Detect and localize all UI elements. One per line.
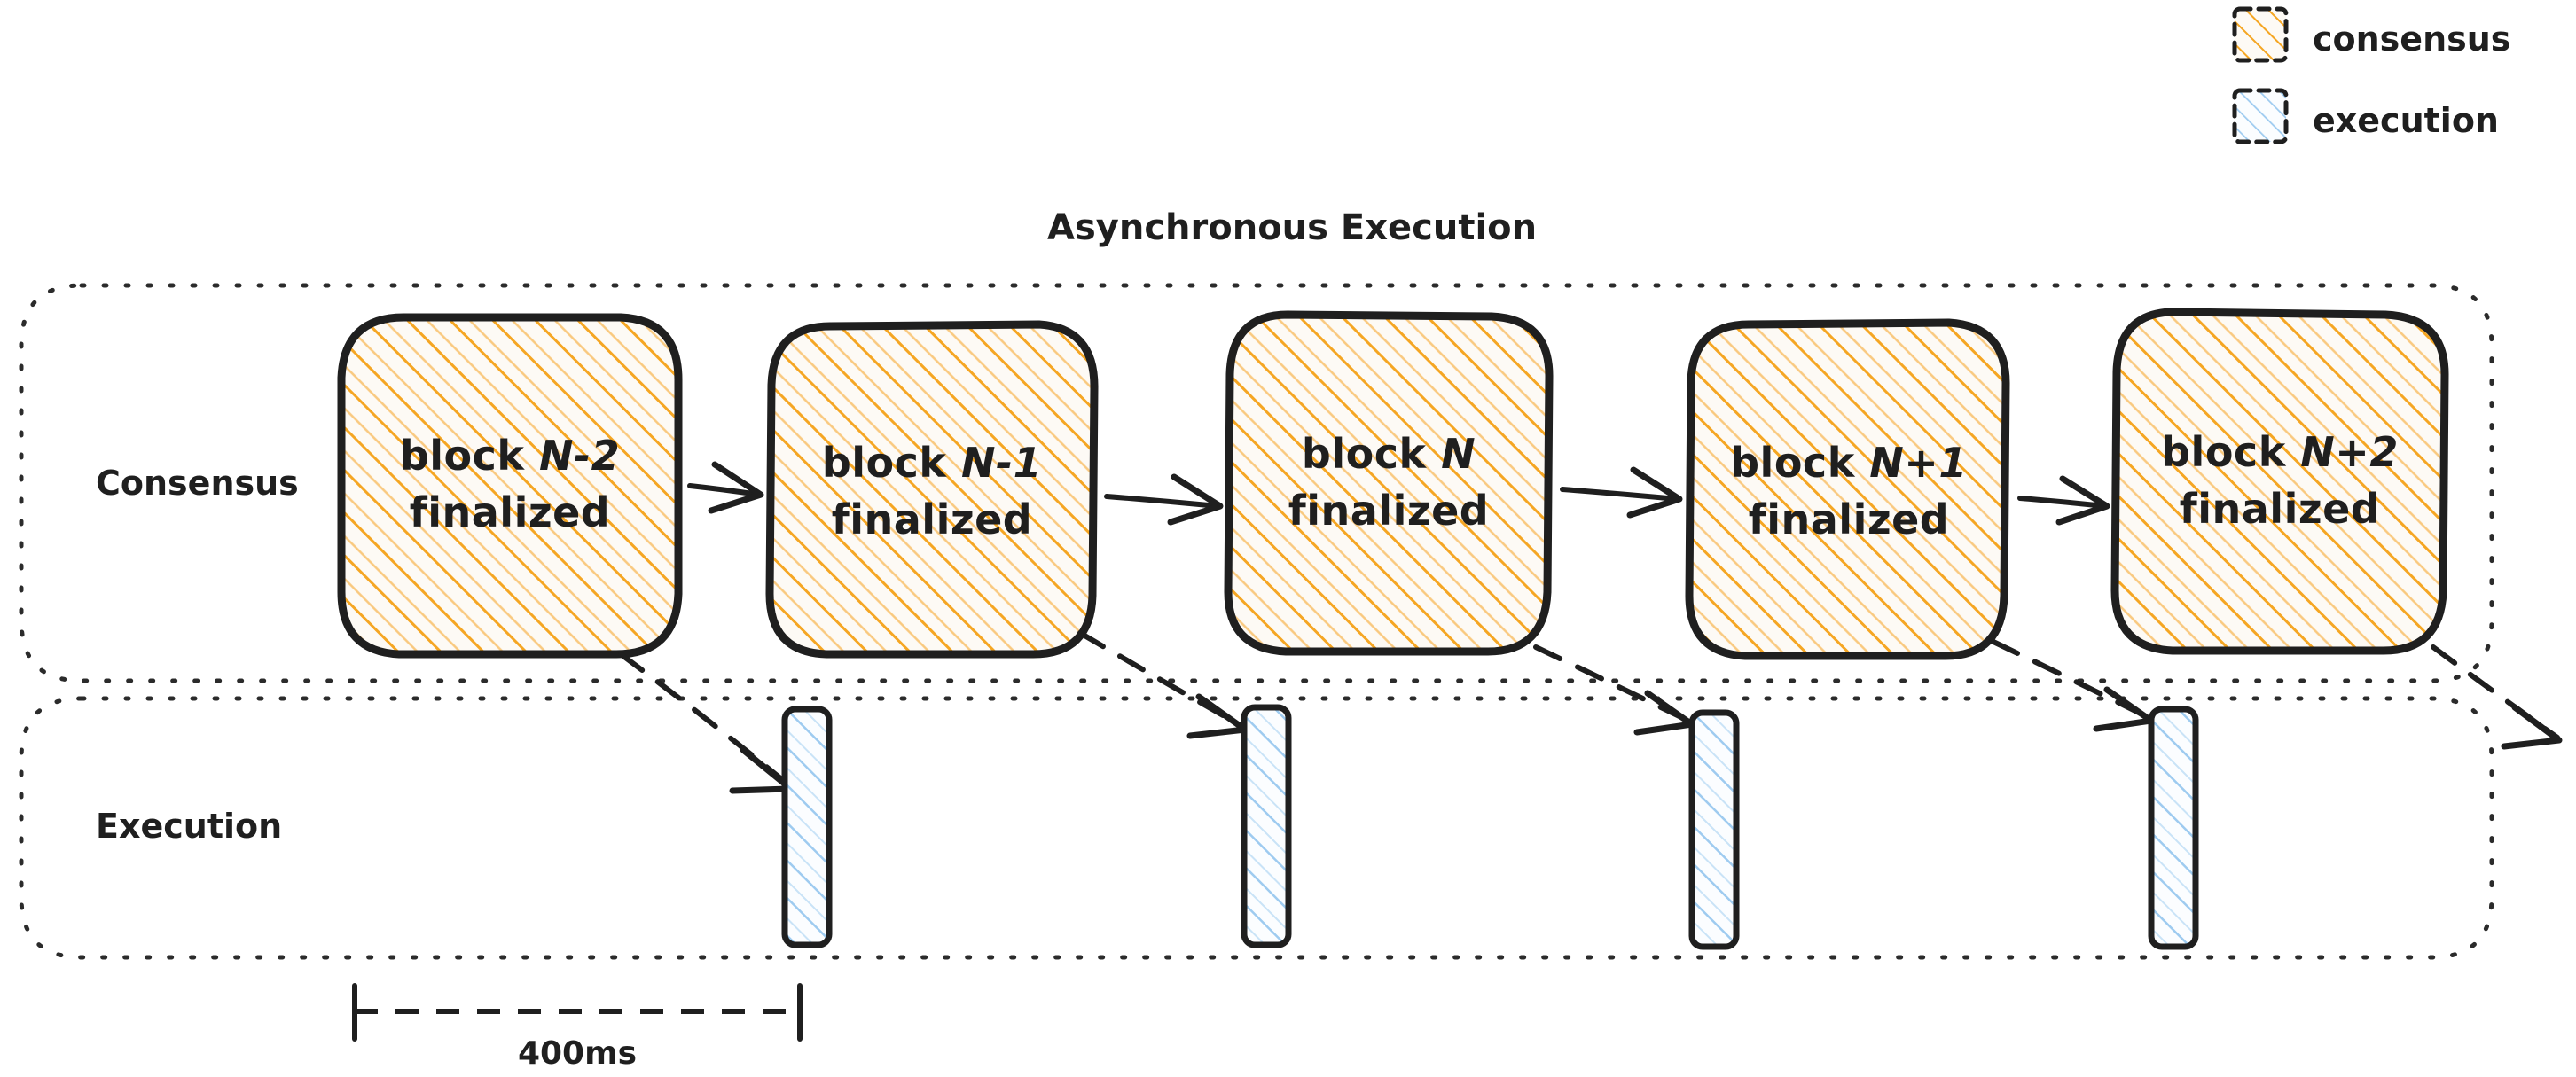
block-label-line1: block N-2 xyxy=(400,432,620,480)
legend-item-execution[interactable]: execution xyxy=(2232,88,2499,144)
block-label-line1: block N+1 xyxy=(1730,439,1968,487)
block-label-line2: finalized xyxy=(832,496,1033,543)
execution-block-e4[interactable] xyxy=(2148,706,2199,950)
lane-label-execution: Execution xyxy=(96,807,282,846)
flow-arrow-b1-b2 xyxy=(687,461,764,514)
dispatch-arrow-b3-e3 xyxy=(1533,644,1695,736)
block-label-line1: block N xyxy=(1302,430,1476,478)
flow-arrow-b3-b4 xyxy=(1560,466,1683,519)
legend-label-consensus: consensus xyxy=(2313,20,2510,59)
legend-label-execution: execution xyxy=(2313,101,2499,140)
consensus-block-b3[interactable]: block N finalized xyxy=(1224,310,1554,656)
dispatch-arrow-b4-e4 xyxy=(1991,639,2155,732)
legend-item-consensus[interactable]: consensus xyxy=(2232,6,2510,63)
execution-block-e2[interactable] xyxy=(1241,704,1292,948)
consensus-block-b5[interactable]: block N+2 finalized xyxy=(2110,308,2449,655)
dimension-label: 400ms xyxy=(518,1035,637,1072)
execution-block-e3[interactable] xyxy=(1688,709,1740,950)
dispatch-arrow-b1-e1 xyxy=(618,652,795,794)
consensus-block-b1[interactable]: block N-2 finalized xyxy=(337,313,683,659)
execution-container xyxy=(19,696,2494,960)
duration-dimension: 400ms xyxy=(352,983,803,1072)
execution-swatch xyxy=(2232,88,2289,144)
consensus-block-b2[interactable]: block N-1 finalized xyxy=(765,320,1099,659)
block-label-line2: finalized xyxy=(2180,485,2381,533)
flow-arrow-b4-b5 xyxy=(2017,475,2110,526)
block-label-line2: finalized xyxy=(1288,487,1490,535)
block-label-line1: block N-1 xyxy=(822,439,1042,487)
dispatch-arrow-b2-e2 xyxy=(1077,630,1249,739)
legend: consensus execution xyxy=(2232,6,2510,144)
dispatch-arrow-b5-offscreen xyxy=(2431,644,2563,750)
flow-arrow-b2-b3 xyxy=(1104,473,1224,526)
block-label-line2: finalized xyxy=(1749,496,1950,543)
consensus-block-b4[interactable]: block N+1 finalized xyxy=(1685,318,2010,660)
lane-label-consensus: Consensus xyxy=(96,464,299,503)
consensus-swatch xyxy=(2232,6,2289,63)
block-label-line1: block N+2 xyxy=(2161,428,2399,476)
execution-block-e1[interactable] xyxy=(781,706,833,948)
page-title: Asynchronous Execution xyxy=(1047,207,1537,248)
block-label-line2: finalized xyxy=(410,488,611,536)
